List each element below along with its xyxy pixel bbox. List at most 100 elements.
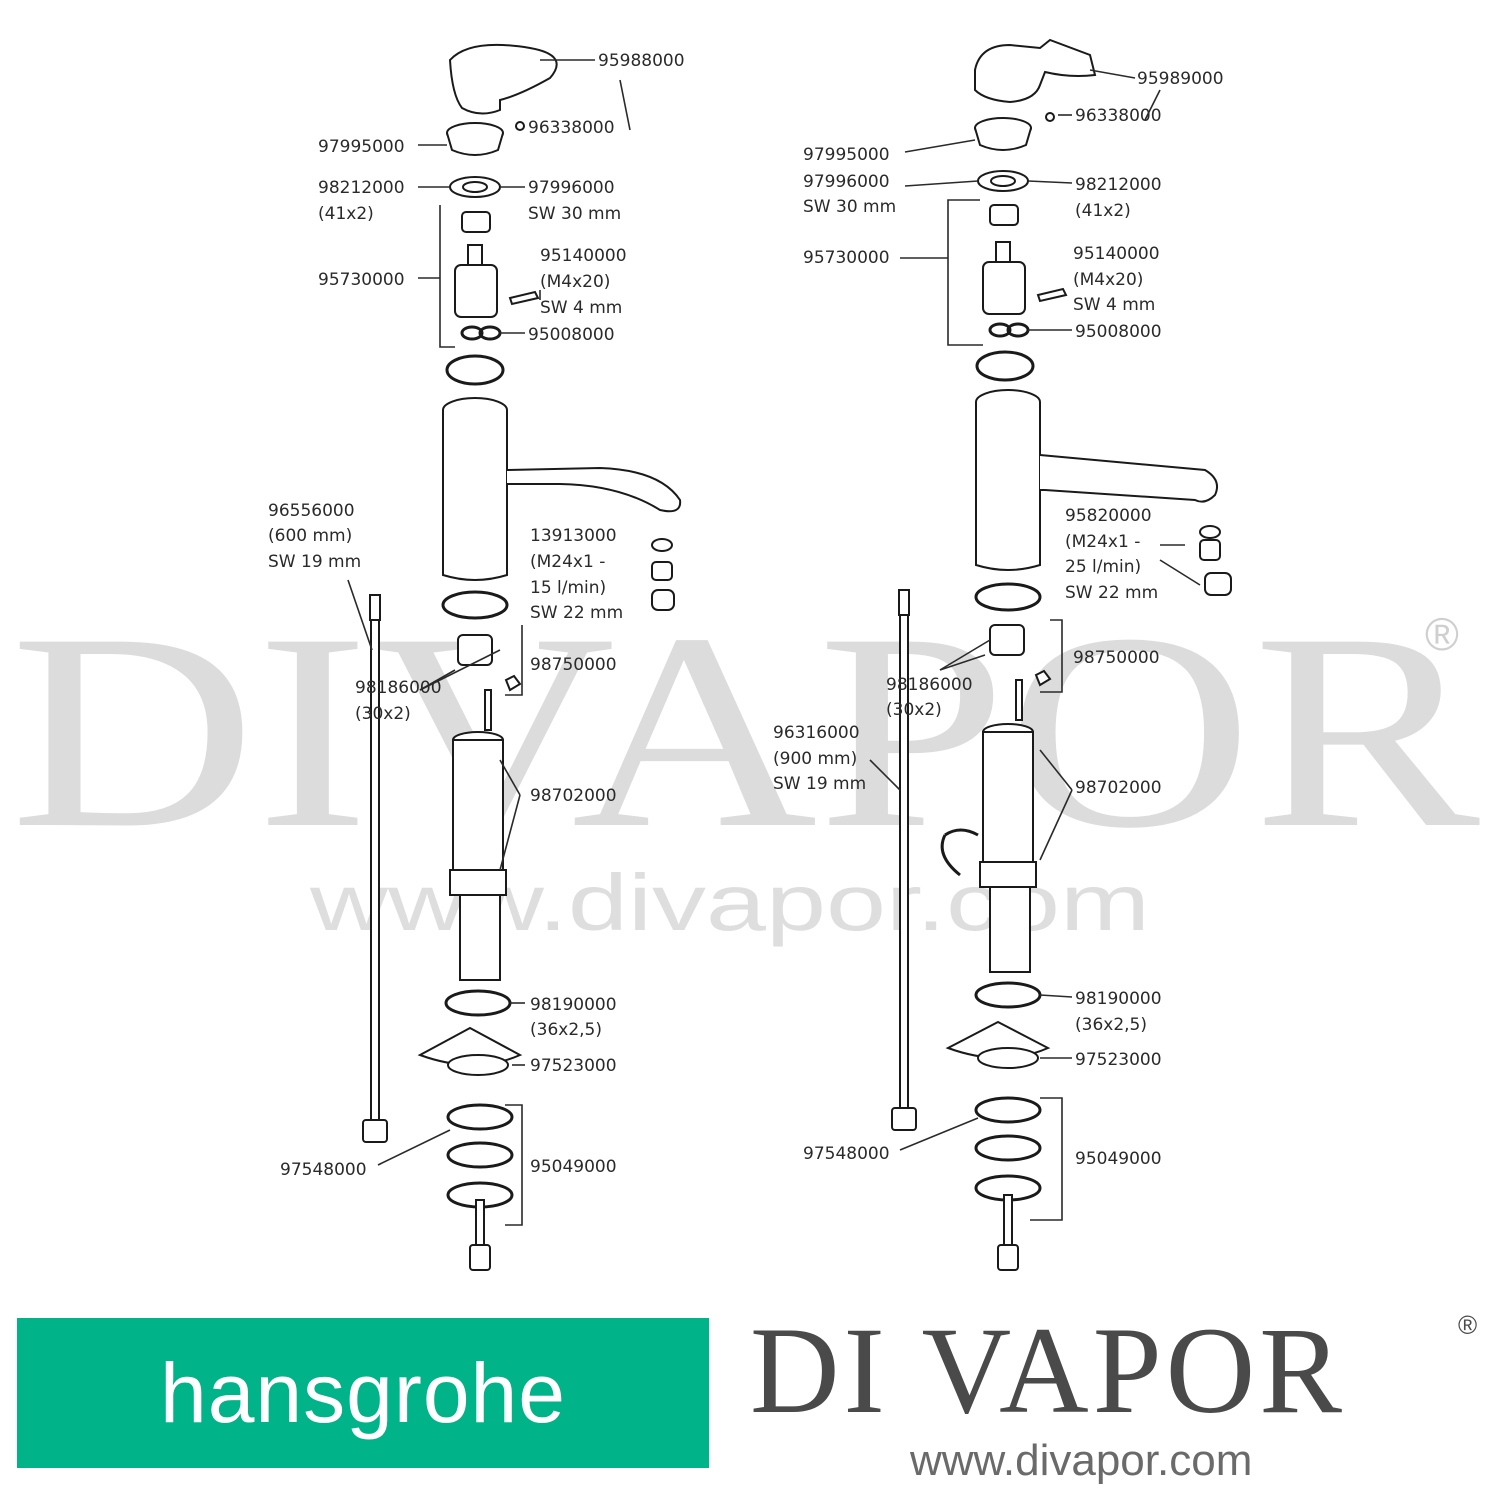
left-aerator-housing	[651, 589, 675, 611]
label-left-fixing-set: 95049000	[530, 1157, 617, 1177]
left-faucet-body	[442, 410, 508, 581]
right-oring-2	[974, 981, 1042, 1009]
right-lever-screw	[1045, 112, 1055, 122]
right-aerator-housing	[1204, 572, 1232, 596]
label-left-nut: 98212000	[318, 178, 405, 198]
label-left-aerator-flow: 15 l/min)	[530, 578, 606, 598]
left-leader-lines	[347, 59, 631, 1226]
divapor-logo: DI VAPOR ® www.divapor.com	[740, 1300, 1480, 1490]
label-left-body-parts: 98702000	[530, 786, 617, 806]
label-right-nut2: 97996000	[803, 172, 890, 192]
left-valve-insert	[457, 634, 493, 666]
label-right-bolt-sw: SW 4 mm	[1073, 295, 1155, 315]
left-lower-body	[452, 739, 504, 871]
label-left-cover: 97995000	[318, 137, 405, 157]
label-right-lever: 95989000	[1137, 69, 1224, 89]
label-right-screw: 96338000	[1075, 106, 1162, 126]
label-left-cartridge: 95730000	[318, 270, 405, 290]
label-left-aerator: 13913000	[530, 526, 617, 546]
right-spout	[1039, 454, 1218, 503]
label-right-oring: 98186000	[886, 675, 973, 695]
left-bolt	[508, 290, 540, 306]
label-right-seal-set: 95008000	[1075, 322, 1162, 342]
label-right-fixing-set: 95049000	[1075, 1149, 1162, 1169]
right-lower-body	[982, 731, 1034, 863]
left-base-oring	[441, 590, 509, 620]
watermark: DIVAPOR ® www.divapor.com	[10, 575, 1482, 947]
hansgrohe-logo: hansgrohe	[17, 1318, 709, 1468]
divapor-url: www.divapor.com	[910, 1436, 1253, 1485]
label-left-oring-size: (30x2)	[355, 704, 411, 724]
label-right-nut: 98212000	[1075, 175, 1162, 195]
left-oring-2	[444, 989, 512, 1017]
right-clip	[940, 834, 961, 877]
label-right-oring-size: (30x2)	[886, 700, 942, 720]
label-right-nut2-sw: SW 30 mm	[803, 197, 896, 217]
left-aerator-insert	[651, 561, 673, 581]
left-seal-1	[460, 325, 484, 341]
label-left-hose-length: (600 mm)	[268, 526, 352, 546]
left-threaded-rod	[459, 894, 501, 981]
label-right-aerator-flow: 25 l/min)	[1065, 557, 1141, 577]
label-left-oring-set: 98750000	[530, 655, 617, 675]
right-faucet-parts	[891, 38, 1232, 1271]
label-right-cover: 97995000	[803, 145, 890, 165]
left-aerator-washer	[651, 538, 673, 552]
right-leader-lines	[869, 69, 1201, 1221]
label-left-plate: 97523000	[530, 1056, 617, 1076]
left-faucet-parts	[362, 43, 682, 1271]
label-left-bolt: 95140000	[540, 246, 627, 266]
label-right-hose-sw: SW 19 mm	[773, 774, 866, 794]
label-right-hose: 96316000	[773, 723, 860, 743]
label-left-aerator-sw: SW 22 mm	[530, 603, 623, 623]
label-left-bolt-size: (M4x20)	[540, 272, 610, 292]
label-left-lever: 95988000	[598, 51, 685, 71]
left-cartridge-top	[461, 211, 491, 233]
right-hose-nut	[891, 1107, 917, 1131]
watermark-registered: ®	[1425, 608, 1459, 660]
right-cartridge-top	[989, 204, 1019, 226]
left-cover-cap-body	[446, 132, 504, 156]
left-cartridge	[454, 264, 498, 318]
right-lever-handle	[974, 38, 1097, 104]
right-base-oring	[974, 582, 1042, 612]
label-left-nut2-sw: SW 30 mm	[528, 204, 621, 224]
label-right-nut-size: (41x2)	[1075, 201, 1131, 221]
label-left-screw: 96338000	[528, 118, 615, 138]
label-left-nut-size: (41x2)	[318, 204, 374, 224]
watermark-brand: DIVAPOR	[10, 575, 1482, 886]
label-left-seal-set: 95008000	[528, 325, 615, 345]
divapor-registered-mark: ®	[1458, 1310, 1478, 1340]
label-right-bolt: 95140000	[1073, 244, 1160, 264]
label-right-plate: 97523000	[1075, 1050, 1162, 1070]
left-cartridge-stem	[467, 244, 483, 266]
label-right-oring2-size: (36x2,5)	[1075, 1015, 1147, 1035]
label-left-oring: 98186000	[355, 678, 442, 698]
left-spout	[506, 466, 682, 513]
left-big-oring	[445, 354, 505, 386]
right-labels: 95989000 96338000 97995000 97996000 SW 3…	[773, 69, 1224, 1169]
right-faucet-body	[975, 402, 1041, 571]
label-left-oring2: 98190000	[530, 995, 617, 1015]
right-big-oring	[975, 350, 1035, 382]
label-left-hose2: 97548000	[280, 1160, 367, 1180]
right-bolt	[1036, 287, 1068, 303]
label-right-bolt-size: (M4x20)	[1073, 270, 1143, 290]
label-right-body-parts: 98702000	[1075, 778, 1162, 798]
left-lever-screw	[515, 121, 525, 131]
label-right-cartridge: 95730000	[803, 248, 890, 268]
left-small-parts	[504, 674, 522, 692]
left-labels: 95988000 96338000 97995000 98212000 (41x…	[268, 51, 685, 1180]
left-lever-handle	[448, 43, 558, 115]
label-right-hose-length: (900 mm)	[773, 749, 857, 769]
label-left-oring2-size: (36x2,5)	[530, 1020, 602, 1040]
left-hose-nut	[362, 1119, 388, 1143]
label-left-nut2: 97996000	[528, 178, 615, 198]
label-right-oring-set: 98750000	[1073, 648, 1160, 668]
label-right-hose2: 97548000	[803, 1144, 890, 1164]
label-left-hose-sw: SW 19 mm	[268, 552, 361, 572]
hansgrohe-logo-text: hansgrohe	[160, 1345, 566, 1440]
label-left-aerator-thread: (M24x1 -	[530, 552, 605, 572]
right-valve-insert	[989, 624, 1025, 656]
